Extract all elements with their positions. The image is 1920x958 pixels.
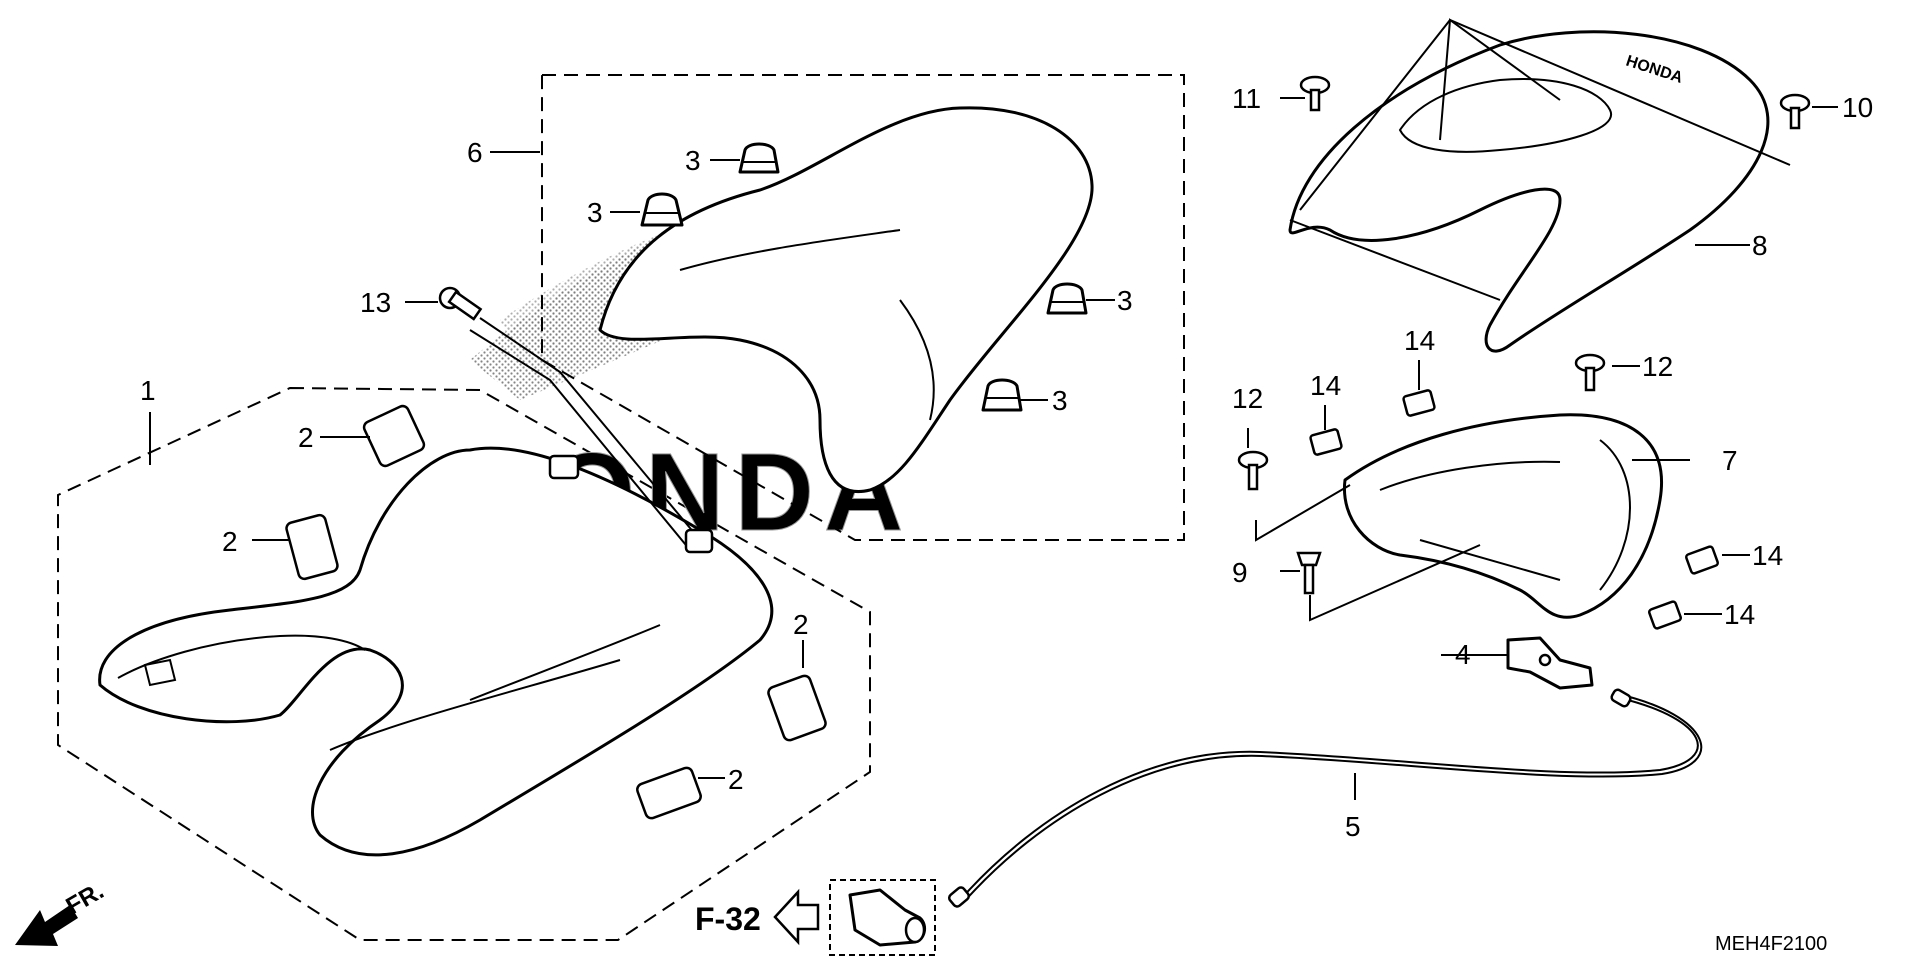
callout-numbers: 1 2 2 2 2 3 3 3 3 4 5 6 7 8 9 10 11 12 1… xyxy=(140,83,1873,842)
rubber-cushion-3b[interactable] xyxy=(640,192,684,227)
clip-nut-14c[interactable] xyxy=(1685,545,1719,575)
figure-reference: F-32 xyxy=(695,901,761,937)
callout-13: 13 xyxy=(360,287,391,318)
seat-group-dashed-outline xyxy=(57,386,871,941)
fig-ref-arrow xyxy=(773,888,820,946)
callout-5: 5 xyxy=(1345,811,1361,842)
bolt-9-12-leader xyxy=(1255,484,1351,542)
clip-nut-14b[interactable] xyxy=(1402,389,1436,417)
setting-plate-strap-a xyxy=(548,454,580,480)
key-cylinder[interactable] xyxy=(848,888,927,947)
callout-3b: 3 xyxy=(587,197,603,228)
callout-3d: 3 xyxy=(1052,385,1068,416)
seat-strap xyxy=(469,317,701,551)
callout-2c: 2 xyxy=(793,609,809,640)
callout-4: 4 xyxy=(1455,639,1471,670)
main-seat[interactable] xyxy=(98,446,774,857)
rubber-cushion-3a[interactable] xyxy=(738,142,780,174)
callout-14c: 14 xyxy=(1752,540,1783,571)
callout-12b: 12 xyxy=(1232,383,1263,414)
cowl-leader-lines-b xyxy=(1439,18,1561,141)
clip-nut-14d[interactable] xyxy=(1648,600,1682,630)
callout-8: 8 xyxy=(1752,230,1768,261)
setting-plate-2c[interactable] xyxy=(767,674,827,742)
seat-catch[interactable] xyxy=(1506,636,1594,690)
setting-plate-2b[interactable] xyxy=(285,513,339,581)
callout-14d: 14 xyxy=(1724,599,1755,630)
callout-14a: 14 xyxy=(1310,370,1341,401)
clip-nut-14a[interactable] xyxy=(1309,428,1343,456)
callout-7: 7 xyxy=(1722,445,1738,476)
diagram-code: MEH4F2100 xyxy=(1715,933,1827,955)
callout-2a: 2 xyxy=(298,422,314,453)
callout-leaders xyxy=(149,97,1838,800)
callout-6: 6 xyxy=(467,137,483,168)
callout-3c: 3 xyxy=(1117,285,1133,316)
front-arrow-icon xyxy=(15,905,78,946)
callout-9: 9 xyxy=(1232,557,1248,588)
rubber-cushion-3c[interactable] xyxy=(1046,282,1088,315)
callout-14b: 14 xyxy=(1404,325,1435,356)
setting-plate-2a[interactable] xyxy=(362,404,426,468)
bolt-9-leader-b xyxy=(1309,544,1481,622)
seat-catch-bracket[interactable] xyxy=(1342,413,1663,619)
setting-plate-2d[interactable] xyxy=(636,766,703,820)
seat-lock-cable[interactable] xyxy=(947,688,1703,908)
seat-cushion[interactable] xyxy=(598,106,1094,493)
screw-11[interactable] xyxy=(1299,75,1331,112)
bolt-12a[interactable] xyxy=(1574,353,1606,392)
callout-12a: 12 xyxy=(1642,351,1673,382)
bolt-12b[interactable] xyxy=(1237,450,1269,491)
setting-plate-strap-b xyxy=(684,528,714,554)
seat-cushion-group-dashed-outline xyxy=(541,74,1185,541)
rear-seat-cowl[interactable]: HONDA xyxy=(1288,30,1770,353)
screw-10[interactable] xyxy=(1779,93,1811,130)
callout-11: 11 xyxy=(1232,83,1261,114)
callout-3a: 3 xyxy=(685,145,701,176)
callout-2d: 2 xyxy=(728,764,744,795)
bolt-9[interactable] xyxy=(1296,551,1322,595)
bolt-13[interactable] xyxy=(438,286,483,321)
callout-2b: 2 xyxy=(222,526,238,557)
front-direction-indicator: FR. xyxy=(15,877,108,946)
rubber-cushion-3d[interactable] xyxy=(981,378,1023,412)
callout-1: 1 xyxy=(140,375,156,406)
callout-10: 10 xyxy=(1842,92,1873,123)
key-cylinder-dashed-box xyxy=(829,879,936,956)
